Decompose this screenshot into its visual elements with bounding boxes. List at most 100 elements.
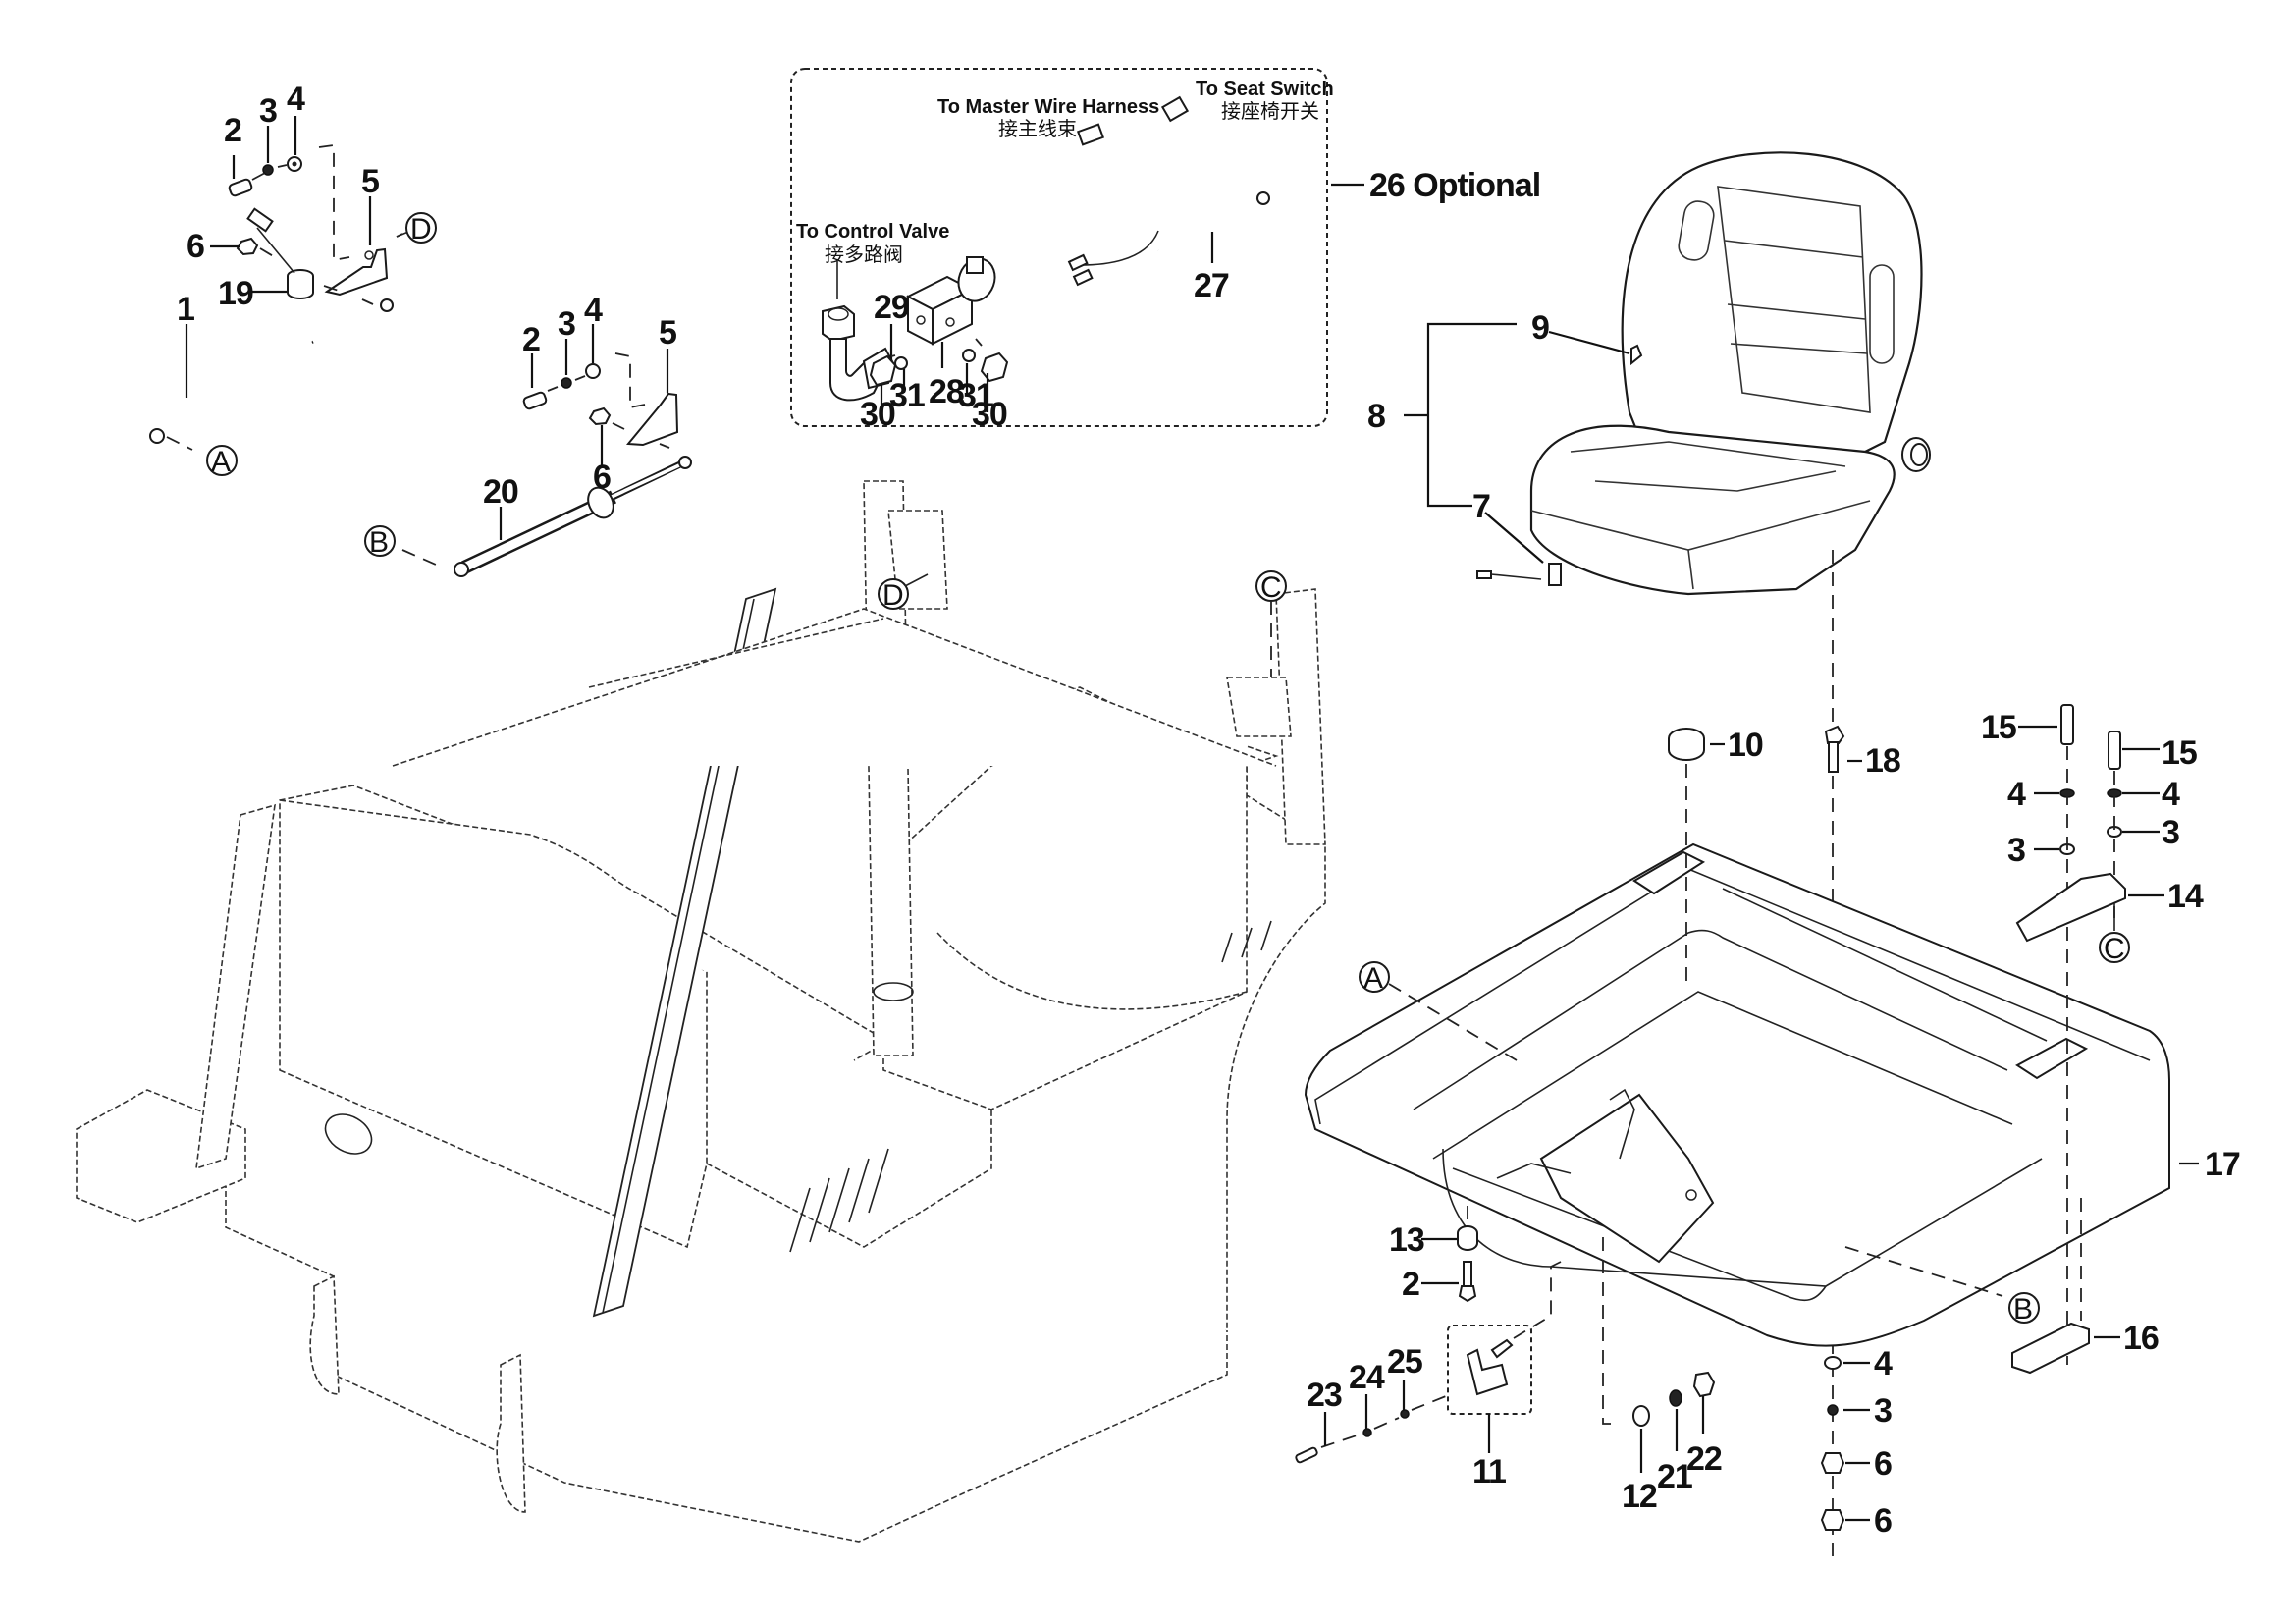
ref-letter-A: A [206,445,238,478]
callout-4: 4 [287,81,305,118]
callout-2: 2 [224,112,241,149]
bolt-icon [1463,1261,1472,1288]
callout-4: 4 [2162,776,2180,813]
lock-washer-icon [1362,1428,1372,1437]
washer-icon [1632,1405,1650,1427]
callout-25: 25 [1387,1343,1422,1380]
ref-letter-C: C [2099,903,2130,965]
nut-icon [1820,1452,1845,1474]
lock-washer-icon [1827,1404,1839,1416]
callout-18: 18 [1865,742,1900,780]
nut-icon [1692,1371,1716,1398]
connector-icon [1076,123,1105,146]
flat-washer-icon [585,363,601,379]
hardware-12-21-22: 12 21 22 [1602,1237,1723,1515]
frame-vent-slots [789,920,1272,1253]
note-seat-switch: To Seat Switch [1196,79,1334,100]
lock-washer-icon [561,377,572,389]
bolt-icon [2108,731,2121,770]
callout-13: 13 [1389,1221,1424,1259]
callout-9: 9 [1531,309,1549,347]
svg-text:C: C [1260,571,1282,604]
callout-5: 5 [361,163,379,200]
o-ring-icon [894,356,908,370]
callout-21: 21 [1657,1458,1692,1495]
bolt-icon [228,178,253,197]
hardware-10-18: 10 18 [1668,725,1901,982]
seat-hood-shell [1304,842,2170,1347]
switch-bracket-11: 11 23 24 25 [1295,1261,1562,1490]
callout-3: 3 [558,305,575,343]
ring-terminal-icon [1256,191,1270,205]
mounting-bracket [324,247,389,297]
lock-washer-icon [1669,1389,1682,1407]
callout-6: 6 [593,459,611,496]
seat-sensor-19 [246,207,314,299]
svg-text:A: A [211,446,231,478]
callout-15: 15 [2162,734,2197,772]
svg-text:C: C [2104,933,2125,965]
callout-23: 23 [1307,1377,1342,1414]
hardware-13-2: 13 2 [1389,1206,1478,1303]
connector-icon [1160,95,1190,123]
note-control-valve: To Control Valve [796,221,949,243]
callout-2: 2 [522,321,540,358]
callout-3: 3 [2162,814,2179,851]
gas-spring-end-ball [380,298,394,312]
nut-icon [1820,1509,1845,1531]
callout-19: 19 [218,275,253,312]
lock-washer-icon [262,164,274,176]
callout-20: 20 [483,473,518,511]
gas-spring-end-ball [149,428,165,444]
seat-belt-buckle [1630,344,1643,366]
seat-cushion [1529,424,1896,596]
nut-icon [588,406,612,426]
callout-22: 22 [1686,1440,1722,1478]
gas-spring-bushing [587,486,614,519]
callout-6: 6 [1874,1445,1892,1483]
callout-30: 30 [972,396,1007,433]
bolt-icon [1295,1446,1318,1464]
hardware-column-bottom: 4 3 6 6 [1820,1345,1894,1540]
callout-14: 14 [2167,878,2204,915]
hardware-15-14: 15 15 4 4 3 3 14 C [1981,704,2205,1365]
optional-kit-frame [790,68,1328,427]
note-master-wire-harness-cn: 接主线束 [998,117,1077,140]
flat-washer-icon [1400,1409,1410,1419]
callout-4: 4 [584,292,603,329]
ref-letter-A: A [1359,961,1518,1061]
callout-15: 15 [1981,709,2016,746]
ref-letter-B: B [1844,1246,2040,1326]
nut-icon [236,237,259,256]
callout-3: 3 [2007,832,2025,869]
seat-bracket-14 [2015,872,2126,943]
mounting-bracket [625,392,679,447]
optional-kit-26: 26 Optional To Master Wire Harness 接主线束 … [790,68,1541,433]
switch-bracket [1466,1348,1509,1396]
callout-26-optional: 26 Optional [1369,167,1540,204]
callout-2: 2 [1402,1266,1419,1303]
callout-8: 8 [1367,398,1385,435]
callout-16: 16 [2123,1320,2159,1357]
callout-17: 17 [2205,1146,2240,1183]
callout-29: 29 [874,289,909,326]
callout-5: 5 [659,314,676,352]
truck-frame-phantom: D C [76,480,1326,1543]
callout-6: 6 [1874,1502,1892,1540]
fitting-icon [869,354,897,387]
callout-4: 4 [1874,1345,1893,1382]
seat-backrest [1621,151,1923,463]
callout-1: 1 [177,291,194,328]
callout-28: 28 [929,373,964,410]
callout-7: 7 [1472,488,1490,525]
spacer-block [2011,1322,2090,1375]
callout-3: 3 [259,92,277,130]
ref-letter-D: D [878,573,929,612]
seat-hood-17: 17 A B [1304,842,2241,1347]
callout-30: 30 [860,396,895,433]
seat-switch-connector [1548,563,1562,586]
callout-11: 11 [1472,1453,1506,1490]
gas-spring-assembly-left: 2 3 4 5 6 19 1 D A [149,81,437,478]
spacer-block-16: 16 [2011,1198,2160,1375]
